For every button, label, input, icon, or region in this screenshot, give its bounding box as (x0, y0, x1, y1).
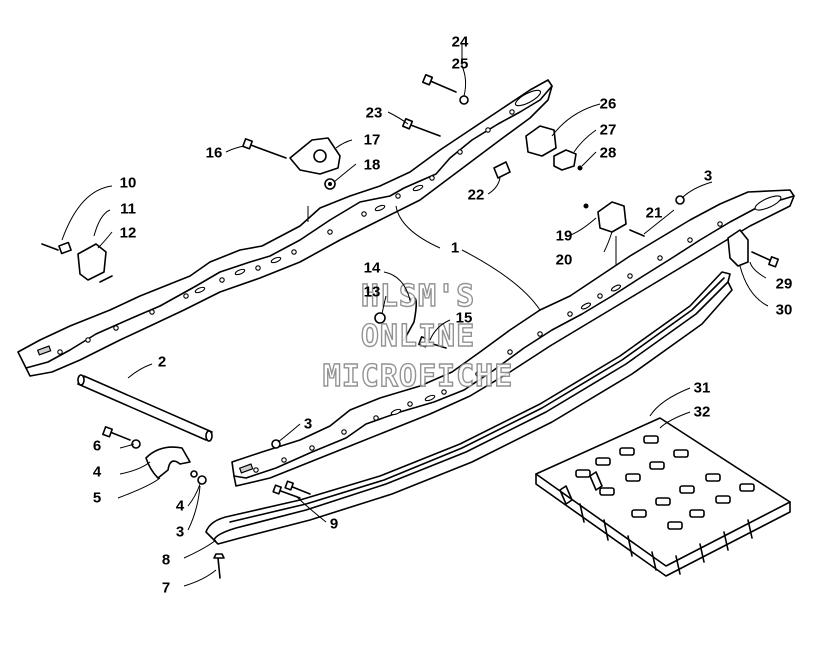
track-section (535, 417, 791, 577)
lower-rail-holes (253, 221, 723, 473)
callout-22: 22 (468, 187, 485, 204)
callout-13: 13 (364, 284, 381, 301)
callout-5: 5 (93, 490, 101, 507)
upper-slide-rail (17, 79, 553, 377)
callout-14: 14 (364, 260, 381, 277)
callout-31: 31 (694, 380, 711, 397)
callout-18: 18 (364, 157, 381, 174)
callout-4-left: 4 (93, 464, 102, 481)
callout-24: 24 (452, 34, 469, 51)
callout-2: 2 (158, 354, 166, 371)
callout-26: 26 (600, 96, 617, 113)
callout-23: 23 (366, 105, 383, 122)
callout-25: 25 (452, 56, 469, 73)
callout-12: 12 (120, 225, 137, 242)
callout-6: 6 (93, 438, 101, 455)
watermark-line-1: HLSM'S (361, 279, 475, 314)
wear-strip (205, 271, 733, 545)
callouts: 1 2 3 3 3 4 4 5 6 7 8 9 10 11 12 13 14 1… (93, 34, 793, 597)
upper-rail-holes (57, 109, 515, 355)
track-clips (575, 435, 755, 530)
callout-17: 17 (364, 132, 381, 149)
callout-29: 29 (776, 276, 793, 293)
callout-3-lower-rail: 3 (304, 416, 312, 433)
callout-30: 30 (776, 302, 793, 319)
callout-10: 10 (120, 175, 137, 192)
callout-27: 27 (600, 122, 617, 139)
watermark: HLSM'S ONLINE MICROFICHE (322, 278, 514, 394)
callout-32: 32 (694, 404, 711, 421)
callout-15: 15 (456, 310, 473, 327)
callout-21: 21 (646, 205, 663, 222)
callout-11: 11 (120, 201, 136, 218)
callout-3-top-right: 3 (704, 168, 712, 185)
callout-19: 19 (556, 228, 573, 245)
leader-lines (61, 43, 769, 587)
hardware (41, 73, 779, 579)
callout-1: 1 (451, 240, 459, 257)
callout-28: 28 (600, 145, 617, 162)
track-lugs (559, 471, 753, 575)
callout-7: 7 (162, 580, 170, 597)
callout-9: 9 (330, 516, 338, 533)
watermark-line-3: MICROFICHE (323, 359, 514, 394)
callout-3-bottom-left: 3 (176, 524, 184, 541)
callout-20: 20 (556, 252, 573, 269)
lower-slide-rail (231, 189, 795, 487)
callout-4-right: 4 (176, 498, 185, 515)
cross-shaft (77, 374, 213, 442)
watermark-line-2: ONLINE (361, 319, 475, 354)
callout-16: 16 (206, 145, 223, 162)
callout-8: 8 (162, 552, 170, 569)
